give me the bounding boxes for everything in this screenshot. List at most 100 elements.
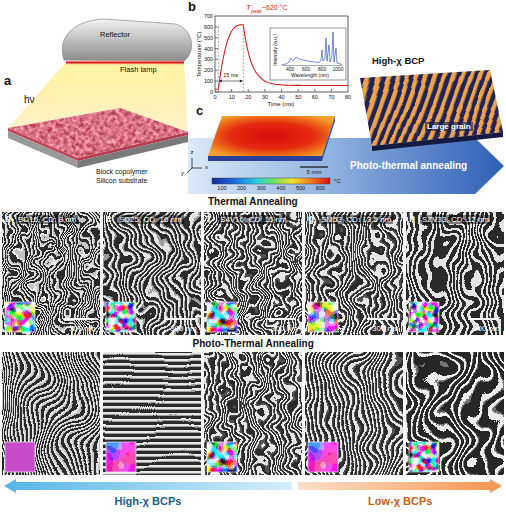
- tick-label: 70: [328, 94, 334, 100]
- silicon-substrate: [78, 135, 188, 168]
- tick-label: 80: [345, 94, 351, 100]
- tick-label: 400: [276, 185, 285, 191]
- tick-label: 40: [279, 94, 285, 100]
- figure-rect: [285, 192, 423, 355]
- arrow-shape: [4, 479, 292, 493]
- figure-rect: [64, 318, 94, 320]
- tick-label: 600: [316, 185, 325, 191]
- figure-rect: [386, 192, 506, 355]
- figure-rect: [367, 318, 397, 320]
- arrow-body: [298, 479, 502, 493]
- arrow-shape: [298, 479, 502, 493]
- axis-title: Wavelength (nm): [291, 73, 329, 79]
- figure-rect: [308, 442, 338, 472]
- tick-label: 30: [262, 94, 268, 100]
- part-label: Flash lamp: [120, 66, 157, 75]
- lamp-glow: [66, 61, 184, 65]
- sem-image: [0, 332, 120, 495]
- figure-rect: [5, 302, 35, 332]
- panel-letter: g: [308, 213, 314, 225]
- unit-label: °C: [334, 178, 341, 185]
- spectrum-inset: [270, 28, 346, 80]
- tick-label: 700: [204, 13, 213, 19]
- figure-rect: [207, 302, 237, 332]
- tick-label: 0: [210, 89, 213, 95]
- figure-rect: [207, 442, 237, 472]
- temperature-chart: [215, 16, 348, 92]
- micrograph-panel: dSD16, CD: 8 nm300 nm: [2, 212, 100, 335]
- figure-rect: [83, 332, 221, 495]
- figure-rect: [409, 302, 439, 332]
- figure-rect: [106, 442, 136, 472]
- figure-rect: [5, 302, 35, 332]
- figure-rect: [184, 332, 322, 495]
- figure-title: High-χ BCP: [372, 56, 424, 67]
- figure-rect: [308, 302, 338, 332]
- film-side: [372, 132, 503, 151]
- figure-rect: [266, 318, 296, 320]
- silicon-substrate: [8, 131, 78, 168]
- section-heading: Photo-Thermal Annealing: [193, 338, 314, 350]
- figure-rect: [285, 332, 423, 495]
- sem-image: [285, 332, 423, 495]
- tick-label: 300: [257, 185, 266, 191]
- tick-label: 600: [204, 24, 213, 30]
- panel-letter: h: [409, 213, 415, 225]
- axis-title: Time (ms): [268, 101, 295, 108]
- film-edge: [8, 128, 78, 161]
- figure-rect: [207, 442, 237, 472]
- micrograph-panel: e SD25, CD: 16 nm 300 nm: [103, 212, 201, 335]
- sample-label: SD25, CD: 16 nm: [117, 215, 184, 224]
- section-heading: Thermal Annealing: [208, 196, 298, 208]
- flash-lamp-illustration: [8, 19, 192, 168]
- tick-label: 500: [296, 185, 305, 191]
- tick-label: 100: [217, 185, 226, 191]
- figure-rect: [83, 192, 221, 355]
- reflector-shape: [62, 19, 191, 61]
- figure-rect: [5, 442, 35, 472]
- trend-arrow: High-χ BCPs: [4, 479, 292, 508]
- sample-label: SZV33, CD: 12 nm: [420, 215, 491, 224]
- figure-rect: [409, 442, 439, 472]
- arrow-label: Photo-thermal annealing: [350, 160, 467, 172]
- figure-rect: [106, 302, 136, 332]
- figure-rect: [409, 302, 439, 332]
- figure-rect: [106, 302, 136, 332]
- figure-rect: [184, 192, 322, 355]
- axis-label: x: [205, 164, 208, 171]
- tick-label: 60: [312, 94, 318, 100]
- figure-label: Large grain: [425, 122, 473, 131]
- micrograph-panel: h SZV33, CD: 12 nm 300 nm: [406, 212, 504, 335]
- scale-label: 300 nm: [170, 324, 197, 333]
- scale-label: 300 nm: [473, 324, 500, 333]
- sem-image: [184, 192, 322, 355]
- tick-label: 10: [229, 94, 235, 100]
- arrow-body: [4, 479, 292, 493]
- sem-image: [184, 332, 322, 495]
- scale-label: 300 nm: [372, 324, 399, 333]
- axis-title: Intensity (a.u.): [273, 34, 279, 66]
- duration-arrow: [220, 81, 242, 82]
- scale-label: 300 nm: [69, 324, 96, 333]
- symbol-label: hν: [24, 94, 35, 106]
- tick-label: 20: [245, 94, 251, 100]
- arrow-caption: Low-χ BCPs: [368, 495, 432, 508]
- tick-label: 800: [318, 67, 326, 73]
- temperature-curve: [215, 25, 348, 90]
- flash-lamp-tube: [66, 62, 184, 64]
- scale-label: 5 mm: [307, 169, 322, 176]
- tick-label: 600: [302, 67, 310, 73]
- silicon-wafer-heatmap: [208, 116, 335, 161]
- panel-letter: b: [188, 0, 196, 15]
- tick-label: 1000: [333, 67, 344, 73]
- film-edge: [78, 132, 188, 161]
- sample-label: SD16, CD: 8 nm: [16, 215, 78, 224]
- panel-letter: c: [196, 104, 203, 119]
- sem-image: [83, 192, 221, 355]
- panel-letter: e: [106, 213, 112, 225]
- micrograph-panel: fS4V16, CD: 15 nm300 nm: [204, 212, 302, 335]
- scale-bar: [300, 166, 328, 167]
- wafer-front: [208, 156, 322, 161]
